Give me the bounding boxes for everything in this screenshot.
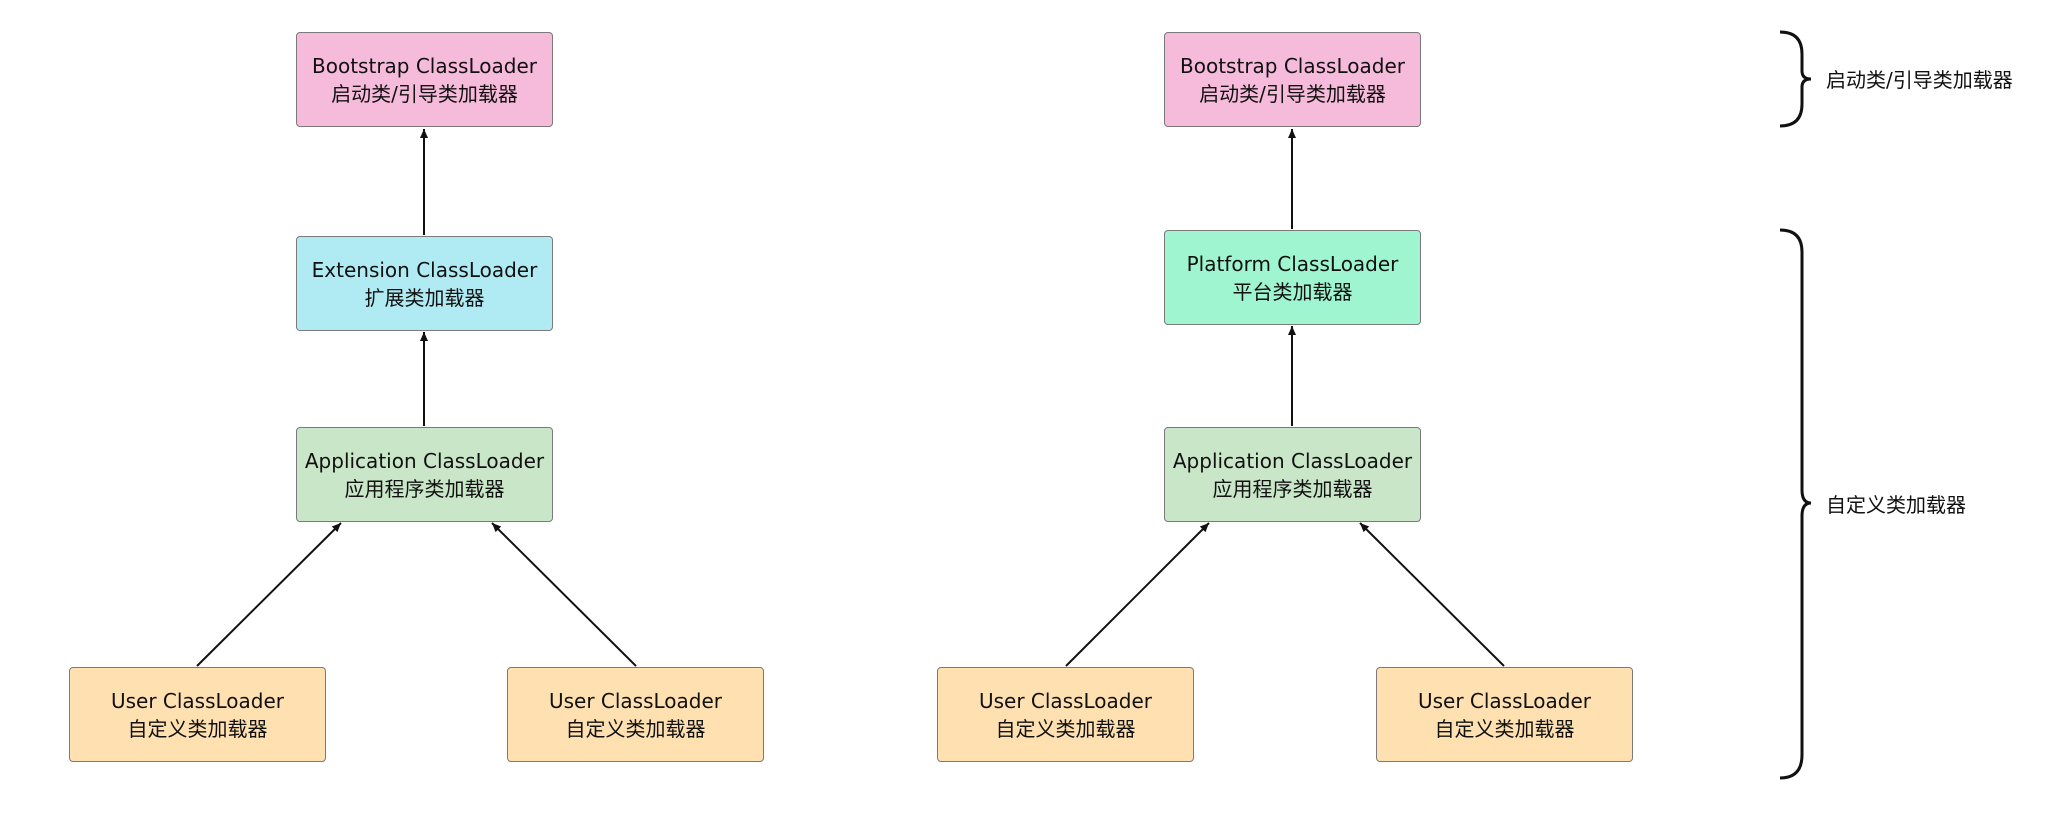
node-title: Application ClassLoader [304,448,545,473]
node-title: User ClassLoader [1417,688,1592,713]
node-subtitle: 自定义类加载器 [565,716,706,741]
node-title: User ClassLoader [110,688,285,713]
node-subtitle: 自定义类加载器 [127,716,268,741]
node-subtitle: 应用程序类加载器 [344,476,505,501]
edge-right-user1-to-application [1065,522,1210,667]
bootstrap-group-brace [1779,30,1812,128]
right-bootstrap-classloader-node: Bootstrap ClassLoader 启动类/引导类加载器 [1164,32,1421,127]
edge-left-user1-to-application [196,522,342,667]
left-user-classloader-node-1: User ClassLoader 自定义类加载器 [69,667,326,762]
node-title: Extension ClassLoader [311,257,538,282]
right-application-classloader-node: Application ClassLoader 应用程序类加载器 [1164,427,1421,522]
node-subtitle: 平台类加载器 [1232,279,1353,304]
left-user-classloader-node-2: User ClassLoader 自定义类加载器 [507,667,764,762]
left-bootstrap-classloader-node: Bootstrap ClassLoader 启动类/引导类加载器 [296,32,553,127]
node-title: Bootstrap ClassLoader [312,53,537,78]
left-application-classloader-node: Application ClassLoader 应用程序类加载器 [296,427,553,522]
bootstrap-group-label: 启动类/引导类加载器 [1826,68,2013,92]
custom-group-label: 自定义类加载器 [1826,493,1966,517]
custom-group-brace [1779,228,1812,780]
node-title: Platform ClassLoader [1186,251,1399,276]
node-title: Application ClassLoader [1172,448,1413,473]
left-extension-classloader-node: Extension ClassLoader 扩展类加载器 [296,236,553,331]
right-user-classloader-node-1: User ClassLoader 自定义类加载器 [937,667,1194,762]
right-platform-classloader-node: Platform ClassLoader 平台类加载器 [1164,230,1421,325]
right-user-classloader-node-2: User ClassLoader 自定义类加载器 [1376,667,1633,762]
node-subtitle: 启动类/引导类加载器 [1199,81,1386,106]
node-subtitle: 应用程序类加载器 [1212,476,1373,501]
node-subtitle: 自定义类加载器 [995,716,1136,741]
edge-left-user2-to-application [491,522,637,667]
edge-right-user2-to-application [1359,522,1505,667]
node-subtitle: 启动类/引导类加载器 [331,81,518,106]
node-subtitle: 自定义类加载器 [1434,716,1575,741]
node-title: Bootstrap ClassLoader [1180,53,1405,78]
node-title: User ClassLoader [978,688,1153,713]
node-subtitle: 扩展类加载器 [364,285,485,310]
node-title: User ClassLoader [548,688,723,713]
